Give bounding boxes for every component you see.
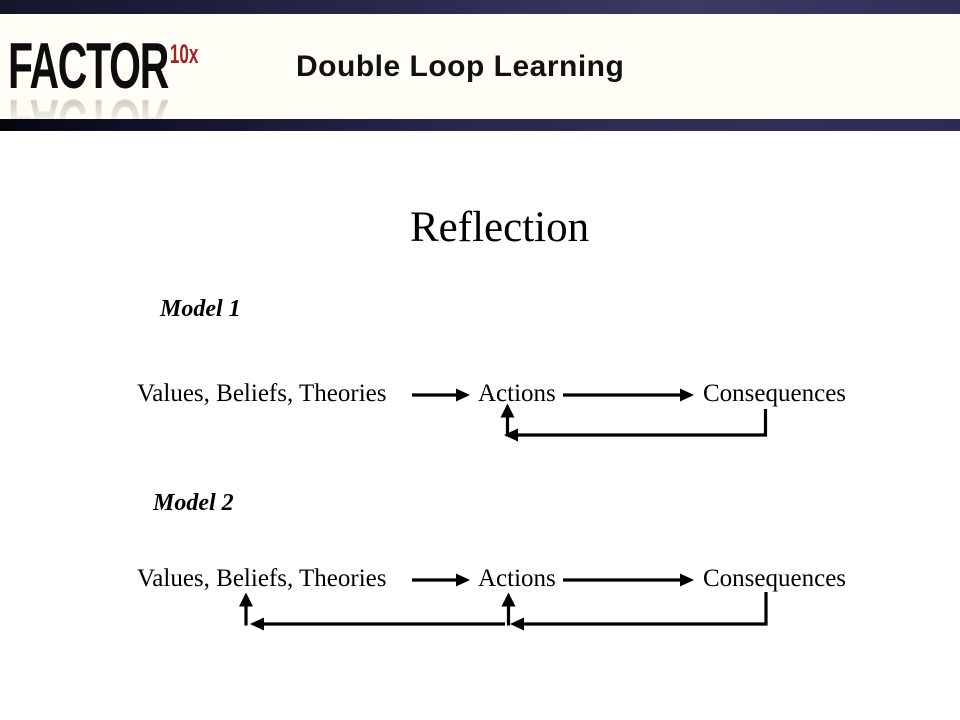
factor10x-logo: FACTOR10x FACTOR10x xyxy=(8,33,310,206)
model1-node-consequences: Consequences xyxy=(703,380,847,407)
model2-feedback-to-values xyxy=(239,592,505,631)
logo-superscript: 10x xyxy=(169,39,199,69)
model1-arrow-values-to-actions xyxy=(412,388,470,402)
model1-arrow-actions-to-consequences xyxy=(563,388,694,402)
model1-feedback-consequences-to-actions xyxy=(500,403,768,442)
model1-arrows xyxy=(412,388,768,442)
model2-feedback-consequences-to-actions xyxy=(501,592,768,631)
model1-node-values: Values, Beliefs, Theories xyxy=(137,380,387,407)
model2-arrow-actions-to-consequences xyxy=(563,573,694,587)
model2-node-actions: Actions xyxy=(478,565,556,592)
model2-arrow-values-to-actions xyxy=(412,573,470,587)
divider-bar xyxy=(0,119,960,131)
slide-header-title: Double Loop Learning xyxy=(296,50,625,83)
logo-wordmark: FACTOR10x xyxy=(8,33,199,98)
header-band xyxy=(0,14,960,119)
model2-node-values: Values, Beliefs, Theories xyxy=(137,565,387,592)
logo-text: FACTOR xyxy=(8,29,169,102)
model1-node-actions: Actions xyxy=(478,380,556,407)
model2-arrows xyxy=(239,573,768,631)
model2-node-consequences: Consequences xyxy=(703,565,847,592)
reflection-heading: Reflection xyxy=(410,204,590,251)
top-accent-bar xyxy=(0,0,960,14)
model1-label: Model 1 xyxy=(160,296,241,322)
logo-reflection: FACTOR10x xyxy=(8,86,199,159)
model2-label: Model 2 xyxy=(153,490,234,516)
